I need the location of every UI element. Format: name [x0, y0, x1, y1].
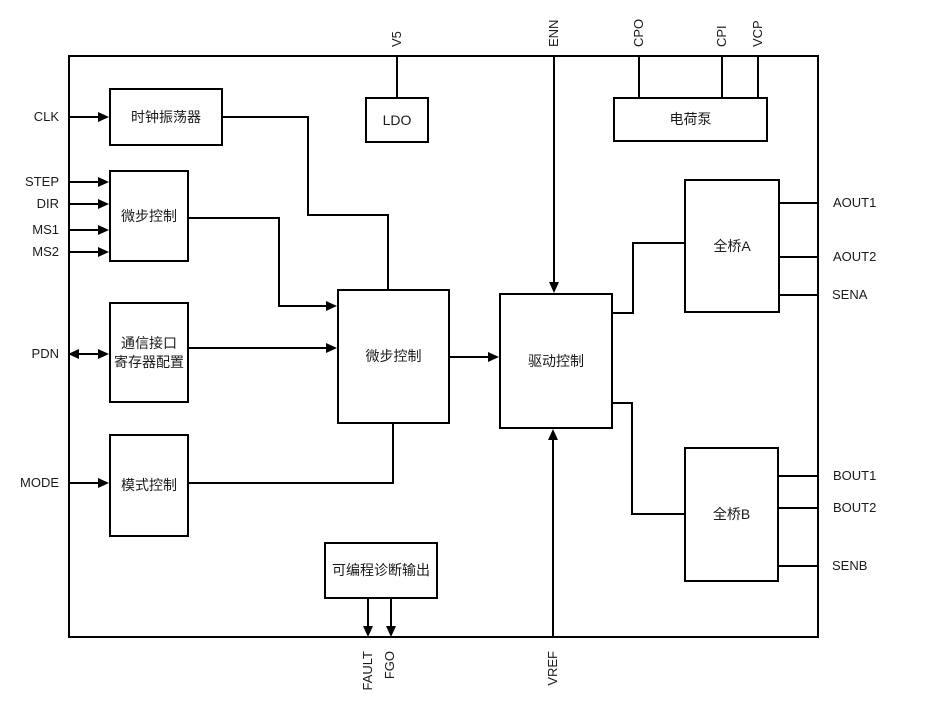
wire-v5 — [396, 55, 398, 97]
block-diag-output-label: 可编程诊断输出 — [332, 562, 430, 578]
block-drive-control-label: 驱动控制 — [528, 352, 584, 369]
pin-cpi: CPI — [714, 25, 729, 47]
pin-vref: VREF — [545, 651, 560, 686]
pin-ms2: MS2 — [32, 244, 59, 259]
wire-cpi — [721, 55, 723, 99]
wire-bout2 — [779, 507, 819, 509]
block-clock-oscillator-label: 时钟振荡器 — [131, 108, 201, 125]
pin-clk: CLK — [33, 109, 59, 124]
wire-drive-bridge-b-1 — [613, 402, 633, 404]
block-bridge-b-label: 全桥B — [712, 506, 751, 522]
wire-cpo — [638, 55, 640, 99]
wire-osc-out-3 — [307, 214, 389, 216]
block-clock-oscillator: 时钟振荡器 — [109, 88, 223, 146]
wire-osc-out-4 — [387, 214, 389, 291]
wire-fgo — [390, 599, 392, 629]
wire-ms2 — [68, 251, 100, 253]
wire-microstep-left-3 — [278, 305, 326, 307]
arrowhead-dir-icon — [98, 199, 109, 209]
pin-ms1: MS1 — [32, 222, 59, 237]
arrowhead-mode-icon — [98, 478, 109, 488]
arrowhead-clk-icon — [98, 112, 109, 122]
block-bridge-a-label: 全桥A — [713, 237, 751, 254]
arrowhead-fault-icon — [363, 626, 373, 637]
block-diag-output: 可编程诊断输出 — [324, 542, 438, 599]
pin-aout1: AOUT1 — [833, 195, 877, 210]
wire-aout1 — [780, 202, 819, 204]
arrowhead-fgo-icon — [386, 626, 396, 637]
arrowhead-ms2-icon — [98, 247, 109, 257]
wire-dir — [68, 203, 100, 205]
block-comm-interface-label-1: 通信接口 — [121, 334, 177, 351]
pin-enn: ENN — [546, 19, 561, 47]
pin-vcp: VCP — [750, 20, 765, 47]
pin-fgo: FGO — [382, 651, 397, 680]
block-microstep-left-label: 微步控制 — [121, 207, 177, 224]
block-microstep-left: 微步控制 — [109, 170, 189, 262]
wire-main-to-drive — [450, 356, 488, 358]
pin-dir: DIR — [36, 196, 59, 211]
arrowhead-ms1-icon — [98, 225, 109, 235]
arrowhead-pdn-right-icon — [98, 349, 109, 359]
wire-fault — [367, 599, 369, 629]
block-ldo: LDO — [365, 97, 429, 143]
wire-clk — [68, 116, 100, 118]
block-charge-pump-label: 电荷泵 — [669, 111, 712, 127]
pin-fault: FAULT — [360, 651, 375, 691]
wire-drive-bridge-a-1 — [613, 312, 634, 314]
arrowhead-step-icon — [98, 177, 109, 187]
pin-aout2: AOUT2 — [833, 249, 877, 264]
wire-osc-out-1 — [223, 116, 309, 118]
wire-senb — [779, 565, 819, 567]
wire-mode-out-2 — [392, 424, 394, 484]
wire-step — [68, 181, 100, 183]
wire-enn — [553, 55, 555, 284]
pin-v5: V5 — [389, 31, 404, 47]
arrowhead-vref-icon — [548, 429, 558, 440]
block-microstep-main: 微步控制 — [337, 289, 450, 424]
wire-ms1 — [68, 229, 100, 231]
wire-vcp — [757, 55, 759, 99]
wire-drive-bridge-b-2 — [631, 402, 633, 515]
wire-vref — [552, 439, 554, 638]
wire-pdn — [79, 353, 99, 355]
arrowhead-microstep-left-icon — [326, 301, 337, 311]
block-drive-control: 驱动控制 — [499, 293, 613, 429]
wire-microstep-left-2 — [278, 217, 280, 307]
pin-pdn: PDN — [31, 346, 59, 361]
block-microstep-main-label: 微步控制 — [365, 348, 422, 364]
block-bridge-b: 全桥B — [684, 447, 779, 582]
block-mode-control: 模式控制 — [109, 434, 189, 537]
block-ldo-label: LDO — [382, 111, 412, 128]
block-comm-interface: 通信接口 寄存器配置 — [109, 302, 189, 403]
pin-cpo: CPO — [631, 18, 646, 47]
pin-senb: SENB — [832, 558, 868, 573]
block-mode-control-label: 模式控制 — [121, 477, 177, 493]
wire-aout2 — [780, 256, 819, 258]
wire-comm-out — [189, 347, 326, 349]
wire-drive-bridge-b-3 — [631, 513, 684, 515]
wire-drive-bridge-a-2 — [632, 242, 634, 314]
arrowhead-comm-icon — [326, 343, 337, 353]
wire-drive-bridge-a-3 — [632, 242, 684, 244]
pin-mode: MODE — [20, 475, 59, 490]
block-bridge-a: 全桥A — [684, 179, 780, 313]
pin-step: STEP — [25, 174, 59, 189]
arrowhead-enn-icon — [549, 282, 559, 293]
wire-mode — [68, 482, 100, 484]
wire-osc-out-2 — [307, 116, 309, 216]
block-comm-interface-label-2: 寄存器配置 — [114, 353, 184, 370]
wire-sena — [780, 294, 819, 296]
arrowhead-main-to-drive-icon — [488, 352, 499, 362]
block-charge-pump: 电荷泵 — [613, 97, 768, 142]
wire-bout1 — [779, 475, 819, 477]
pin-bout1: BOUT1 — [833, 468, 877, 483]
wire-mode-out-1 — [189, 482, 394, 484]
arrowhead-pdn-left-icon — [68, 349, 79, 359]
pin-sena: SENA — [832, 287, 868, 302]
wire-microstep-left-1 — [189, 217, 280, 219]
pin-bout2: BOUT2 — [833, 500, 877, 515]
